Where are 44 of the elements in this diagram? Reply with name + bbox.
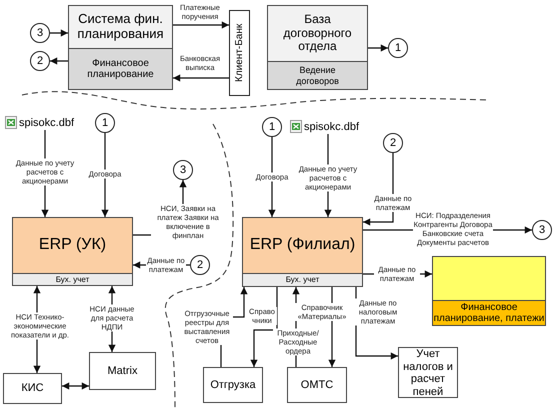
system-box	[267, 5, 368, 90]
reference-circle: 2	[190, 255, 210, 275]
function-band: Бух. учет	[243, 273, 362, 286]
file-name: spisokc.dbf	[304, 120, 360, 132]
box-title: Matrix	[106, 364, 138, 378]
function-band: Бух. учет	[13, 273, 132, 285]
file-name: spisokc.dbf	[19, 116, 74, 128]
function-band: Ведение договоров	[268, 61, 367, 89]
reference-circle: 2	[30, 51, 50, 71]
arrow	[62, 382, 89, 390]
box-title: Учет налогов и расчет пеней	[402, 348, 454, 399]
box-title: КИС	[20, 382, 45, 395]
reference-circle: 1	[262, 117, 282, 137]
box-title: ОМТС	[300, 378, 334, 392]
system-box	[3, 373, 62, 404]
system-box	[68, 5, 173, 90]
system-box	[89, 352, 156, 390]
box-title: ERP (УК)	[38, 236, 108, 255]
arrow	[368, 44, 388, 52]
reference-circle: 3	[30, 23, 50, 43]
system-box	[432, 256, 546, 326]
box-title: ERP (Филиал)	[248, 236, 356, 255]
reference-circle: 3	[532, 220, 552, 240]
arrow	[173, 21, 229, 29]
arrow	[250, 287, 278, 367]
reference-circle: 2	[383, 133, 403, 153]
system-box	[203, 367, 263, 403]
reference-circle: 3	[173, 160, 193, 180]
box-title: База договорного отдела	[282, 12, 353, 54]
system-box	[287, 367, 347, 403]
arrow	[268, 137, 276, 217]
function-band: Финансовое планирование, платежи	[433, 300, 545, 325]
box-title: Система фин. планирования	[76, 12, 165, 42]
reference-circle: 1	[95, 113, 115, 133]
system-box	[12, 217, 133, 286]
function-band: Финансовое планирование	[69, 48, 172, 89]
arrow	[50, 57, 68, 65]
box-title: Отгрузка	[209, 378, 257, 392]
system-box	[242, 217, 363, 287]
system-box: Клиент-Банк	[229, 10, 250, 96]
arrow	[101, 133, 109, 217]
arrow	[50, 29, 68, 37]
reference-circle: 1	[388, 38, 408, 58]
arrow	[173, 74, 229, 82]
